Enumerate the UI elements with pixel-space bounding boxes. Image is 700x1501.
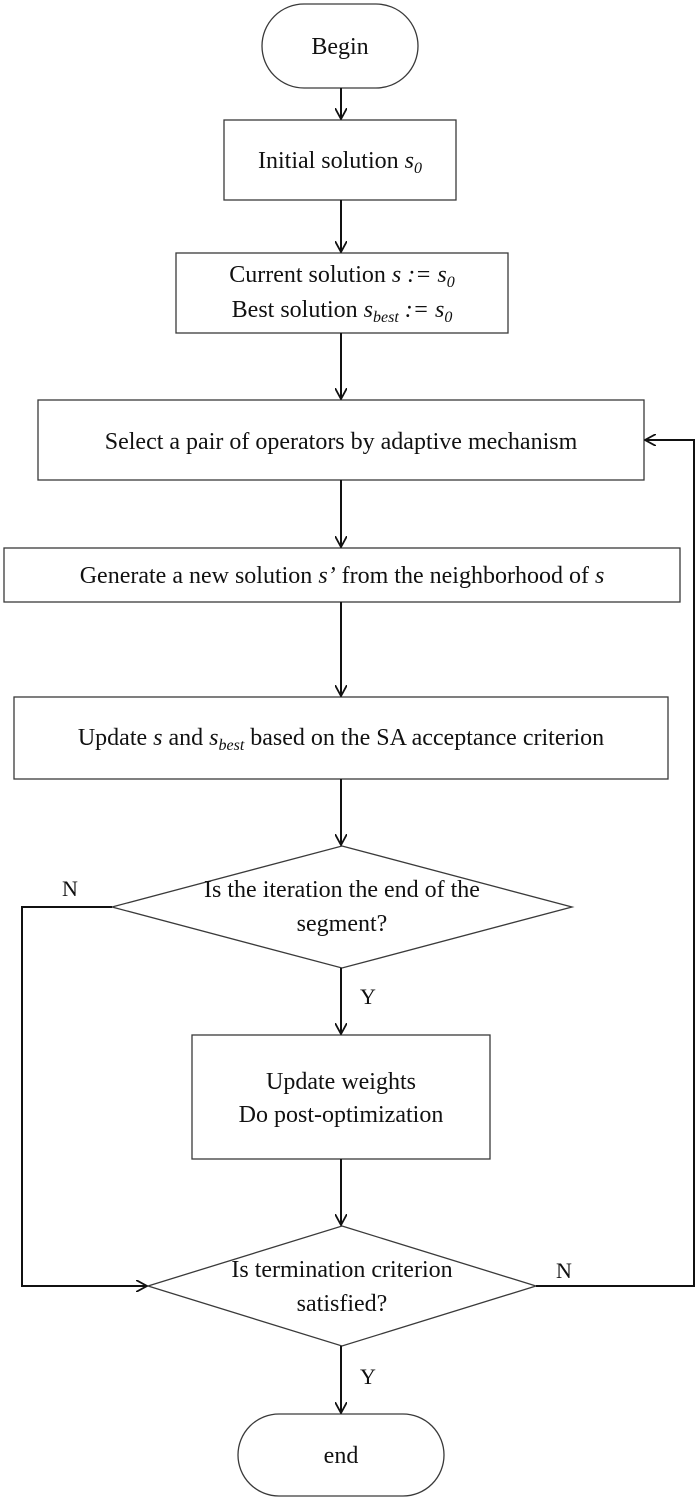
branch-label-no-termination: N bbox=[556, 1258, 572, 1283]
generate-solution-box: Generate a new solution s’ from the neig… bbox=[3, 547, 681, 603]
current-solution-label: Current solution s := s0 bbox=[229, 262, 455, 291]
update-weights-label: Update weights bbox=[266, 1069, 416, 1095]
begin-label: Begin bbox=[311, 34, 368, 60]
select-operators-label: Select a pair of operators by adaptive m… bbox=[105, 429, 578, 455]
arrow-decision1-no-to-decision2 bbox=[21, 906, 147, 1286]
update-weights-box: Update weights Do post-optimization bbox=[191, 1034, 491, 1160]
update-solution-box: Update s and sbest based on the SA accep… bbox=[13, 696, 669, 780]
best-solution-label: Best solution sbest := s0 bbox=[232, 297, 453, 326]
segment-end-question-line1: Is the iteration the end of the bbox=[204, 877, 480, 903]
termination-question-line1: Is termination criterion bbox=[231, 1257, 452, 1283]
end-terminal: end bbox=[237, 1413, 445, 1497]
begin-terminal: Begin bbox=[261, 3, 419, 89]
post-optimization-label: Do post-optimization bbox=[239, 1102, 444, 1128]
segment-end-question-line2: segment? bbox=[297, 911, 388, 937]
generate-solution-label: Generate a new solution s’ from the neig… bbox=[80, 563, 605, 589]
update-solution-label: Update s and sbest based on the SA accep… bbox=[78, 725, 604, 754]
current-best-solution-box: Current solution s := s0 Best solution s… bbox=[175, 252, 509, 334]
arrow-decision2-no-to-select bbox=[536, 440, 695, 1287]
termination-question-line2: satisfied? bbox=[297, 1291, 388, 1317]
termination-decision: Is termination criterion satisfied? bbox=[145, 1225, 539, 1347]
branch-label-yes-termination: Y bbox=[360, 1364, 376, 1389]
branch-label-yes-segment: Y bbox=[360, 984, 376, 1009]
select-operators-box: Select a pair of operators by adaptive m… bbox=[37, 399, 645, 481]
initial-solution-label: Initial solution s0 bbox=[258, 148, 422, 177]
initial-solution-box: Initial solution s0 bbox=[223, 119, 457, 201]
branch-label-no-segment: N bbox=[62, 876, 78, 901]
end-label: end bbox=[324, 1443, 359, 1469]
segment-end-decision: Is the iteration the end of the segment? bbox=[109, 845, 575, 969]
